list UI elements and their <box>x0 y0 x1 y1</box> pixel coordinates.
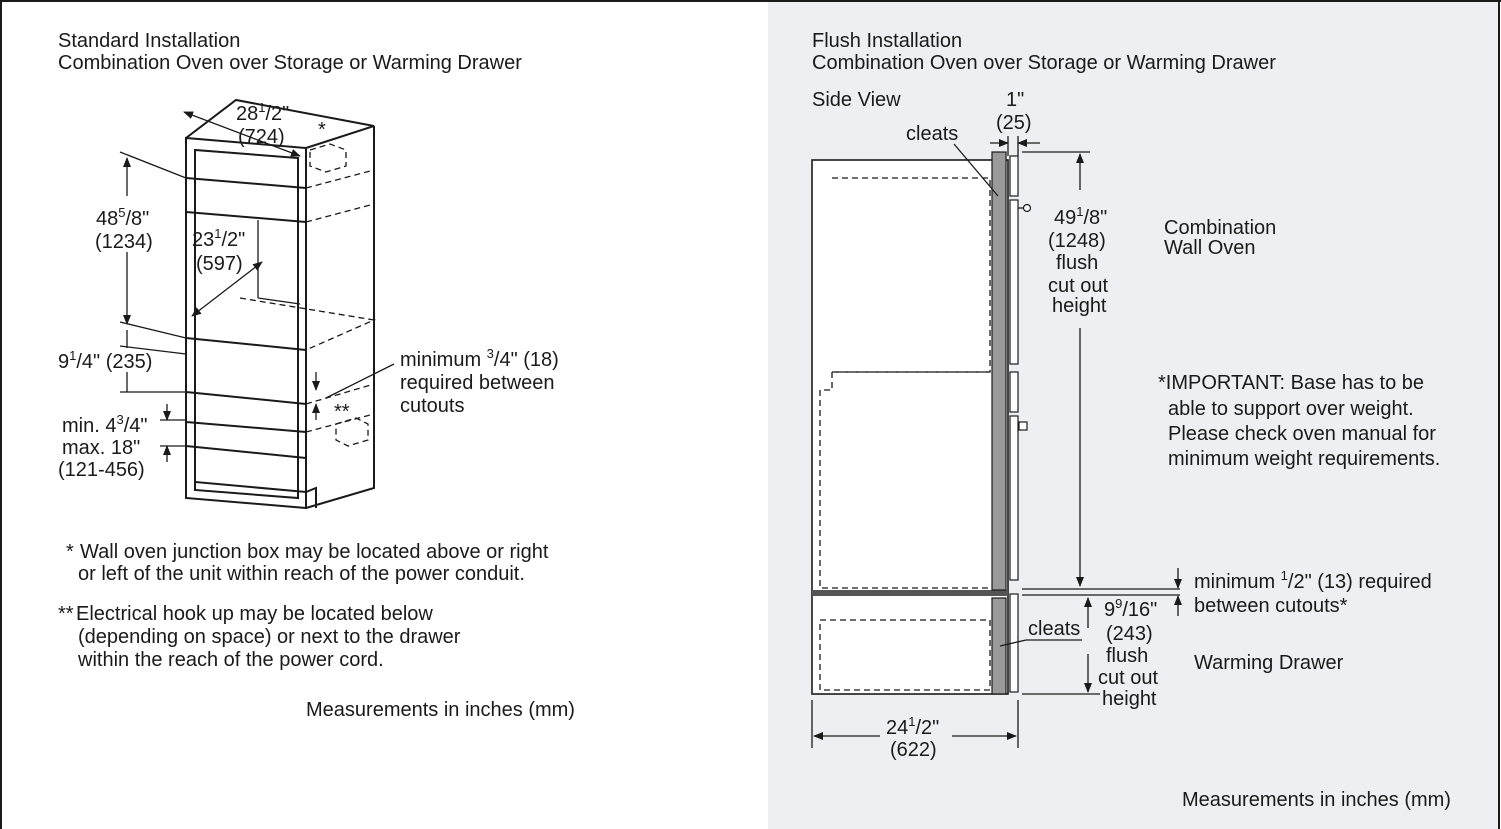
svg-text:required between: required between <box>400 372 555 394</box>
svg-text:minimum weight requirements.: minimum weight requirements. <box>1168 448 1440 470</box>
side-view-drawing <box>811 151 1032 695</box>
warming-drawer-label: Warming Drawer <box>1194 652 1344 674</box>
dim-min-max: min. 43/4" max. 18" (121-456) <box>58 404 186 481</box>
standard-installation-panel: Standard Installation Combination Oven o… <box>58 30 575 721</box>
flush-title: Flush Installation <box>812 30 962 52</box>
svg-text:(1248): (1248) <box>1048 230 1106 252</box>
svg-text:minimum 1/2" (13) required: minimum 1/2" (13) required <box>1194 568 1432 593</box>
svg-text:cut out: cut out <box>1098 667 1158 689</box>
svg-text:(25): (25) <box>996 112 1032 134</box>
svg-text:491/8": 491/8" <box>1054 204 1107 229</box>
svg-text:231/2": 231/2" <box>192 226 245 251</box>
svg-text:485/8": 485/8" <box>96 205 149 230</box>
svg-text:*IMPORTANT: Base has to be: *IMPORTANT: Base has to be <box>1158 372 1424 394</box>
svg-text:99/16": 99/16" <box>1104 596 1157 621</box>
svg-text:(1234): (1234) <box>95 231 153 253</box>
dim-min-between-flush: minimum 1/2" (13) required between cutou… <box>1022 568 1432 617</box>
svg-text:height: height <box>1052 295 1107 317</box>
standard-measurements-note: Measurements in inches (mm) <box>306 699 575 721</box>
standard-notes: * Wall oven junction box may be located … <box>58 541 549 671</box>
svg-text:able to support over weight.: able to support over weight. <box>1168 398 1414 420</box>
cleat-top <box>991 151 1007 591</box>
cabinet-drawing <box>185 98 377 510</box>
callout-min-between: minimum 3/4" (18) required between cutou… <box>312 346 559 423</box>
svg-text:(622): (622) <box>890 739 937 761</box>
combination-wall-oven-label: Combination <box>1164 217 1276 239</box>
svg-text:Electrical hook up may be loca: Electrical hook up may be located below <box>76 603 433 625</box>
svg-text:flush: flush <box>1056 252 1098 274</box>
svg-text:(243): (243) <box>1106 623 1153 645</box>
dim-height: 485/8" (1234) <box>95 151 187 339</box>
dim-one-inch: 1" (25) <box>990 89 1040 156</box>
important-note: *IMPORTANT: Base has to be able to suppo… <box>1158 372 1440 470</box>
svg-text:(121-456): (121-456) <box>58 459 145 481</box>
svg-text:within the reach of the power: within the reach of the power cord. <box>77 649 384 671</box>
svg-text:height: height <box>1102 688 1157 710</box>
dim-drawer-height: 99/16" (243) flush cut out height <box>1022 596 1158 710</box>
svg-text:max. 18": max. 18" <box>62 437 140 459</box>
svg-text:Please check oven manual for: Please check oven manual for <box>1168 423 1436 445</box>
dim-top-width: 281/2" (724) * <box>183 100 326 157</box>
combination-wall-oven-label-2: Wall Oven <box>1164 237 1256 259</box>
svg-text:281/2": 281/2" <box>236 100 289 125</box>
dim-depth: 231/2" (597) <box>191 226 263 317</box>
svg-text:241/2": 241/2" <box>886 714 939 739</box>
svg-text:*: * <box>66 541 74 563</box>
dim-gap: 91/4" (235) <box>58 330 187 393</box>
svg-text:Wall oven junction box may be: Wall oven junction box may be located ab… <box>80 541 549 563</box>
dim-oven-height: 491/8" (1248) flush cut out height <box>1022 151 1108 587</box>
svg-text:min. 43/4": min. 43/4" <box>62 412 147 437</box>
svg-text:cutouts: cutouts <box>400 395 464 417</box>
cleats-callouts: cleats cleats <box>906 123 1082 647</box>
side-view-label: Side View <box>812 89 901 111</box>
svg-text:flush: flush <box>1106 645 1148 667</box>
flush-measurements-note: Measurements in inches (mm) <box>1182 789 1451 811</box>
svg-text:(597): (597) <box>196 253 243 275</box>
svg-text:(724): (724) <box>238 126 285 148</box>
standard-title: Standard Installation <box>58 30 240 52</box>
svg-text:between cutouts*: between cutouts* <box>1194 595 1348 617</box>
svg-text:**: ** <box>58 603 74 625</box>
standard-subtitle: Combination Oven over Storage or Warming… <box>58 52 522 74</box>
dim-width: 241/2" (622) <box>811 700 1019 761</box>
svg-text:minimum 3/4" (18): minimum 3/4" (18) <box>400 346 559 371</box>
flush-installation-panel: Flush Installation Combination Oven over… <box>811 30 1451 811</box>
cleat-bottom <box>991 597 1007 695</box>
asterisk-junction: * <box>318 119 326 141</box>
svg-text:cleats: cleats <box>1028 618 1080 640</box>
asterisk-electrical: ** <box>334 401 350 423</box>
svg-text:91/4" (235): 91/4" (235) <box>58 348 152 373</box>
svg-text:cut out: cut out <box>1048 275 1108 297</box>
svg-text:or left of the unit within rea: or left of the unit within reach of the … <box>78 563 525 585</box>
flush-subtitle: Combination Oven over Storage or Warming… <box>812 52 1276 74</box>
svg-text:1": 1" <box>1006 89 1024 111</box>
svg-text:cleats: cleats <box>906 123 958 145</box>
svg-text:(depending on space) or next t: (depending on space) or next to the draw… <box>78 626 461 648</box>
